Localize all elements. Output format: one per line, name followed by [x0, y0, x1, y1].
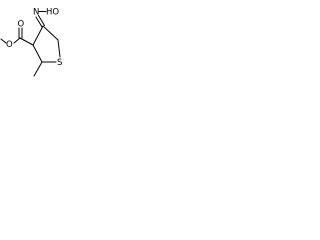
chemical-structure: HO N O O S	[0, 8, 62, 77]
atom-label-oxime-oh: HO	[46, 8, 59, 18]
bond-c2-methyl	[33, 61, 43, 77]
atom-label-carbonyl-o: O	[18, 20, 25, 30]
bond-ring-c2-c3	[32, 44, 43, 63]
bond-ring-c3-c4	[32, 25, 44, 46]
atom-label-oxime-n: N	[33, 8, 39, 18]
bonds	[0, 11, 61, 77]
atom-label-ester-o: O	[6, 40, 13, 50]
bond-c-o-ester	[13, 37, 21, 44]
bond-c-n-double-b	[35, 16, 43, 28]
bond-o-methyl	[0, 38, 7, 44]
bond-ring-c4-c5	[42, 25, 59, 41]
bond-ring-c5-s	[57, 39, 61, 58]
atom-label-ring-s: S	[57, 58, 62, 68]
atom-labels: HO N O O S	[6, 8, 62, 69]
bond-c3-carbonyl	[19, 37, 34, 46]
bond-c-n-double-a	[38, 15, 45, 26]
